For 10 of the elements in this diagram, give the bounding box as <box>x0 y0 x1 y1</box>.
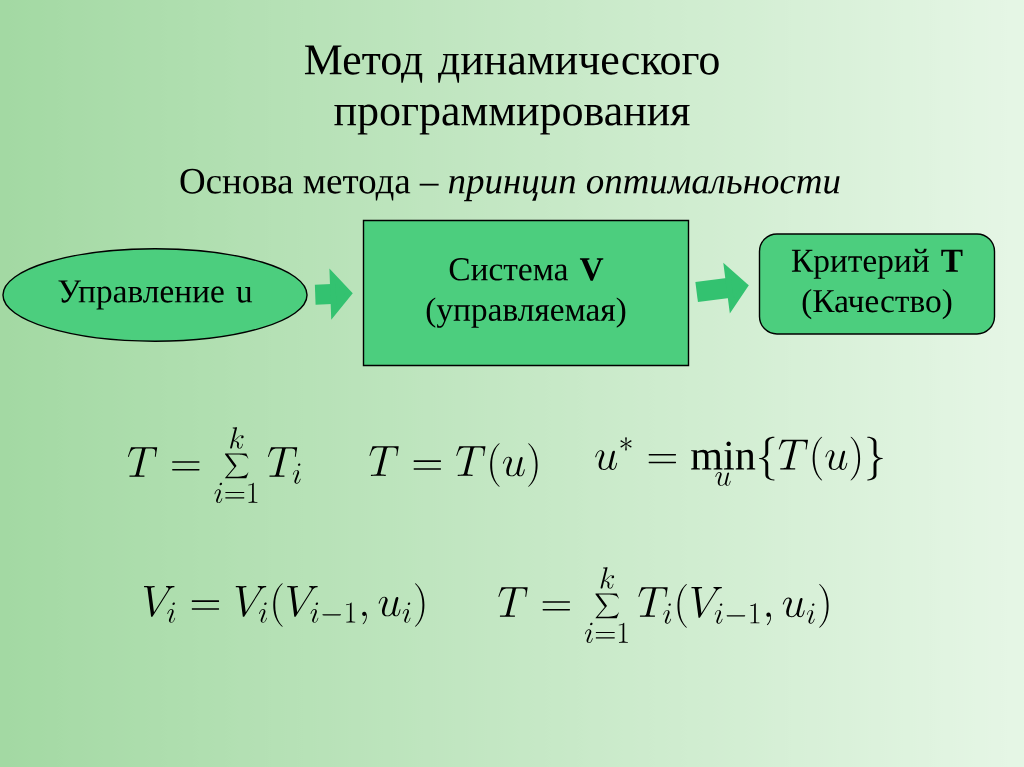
subtitle: Основа метода – принцип оптимальности <box>180 168 840 202</box>
formula: $T = \sum_{i=1}^{k} T_i\bigl(V_{i-1}, u_i\bigr)$ <box>498 567 829 644</box>
rounded-box: Критерий T (Качество) <box>758 233 996 335</box>
formula: $u^{*} = \min_{u} \bigl\{ T\bigl(u\bigr) \bigr\}$ <box>595 436 883 486</box>
formula: $V_i = V_i\bigl(V_{i-1}, u_i\bigr)$ <box>144 583 425 627</box>
title: Метод динамического программирования <box>304 45 719 135</box>
process-box: Система V (управляемая) <box>362 219 690 367</box>
ellipse-node: Управление u <box>2 248 308 342</box>
formula: $T = \sum_{i=1}^{k} T_i$ <box>128 427 301 504</box>
formula: $T = T\bigl(u\bigr)$ <box>369 443 538 487</box>
